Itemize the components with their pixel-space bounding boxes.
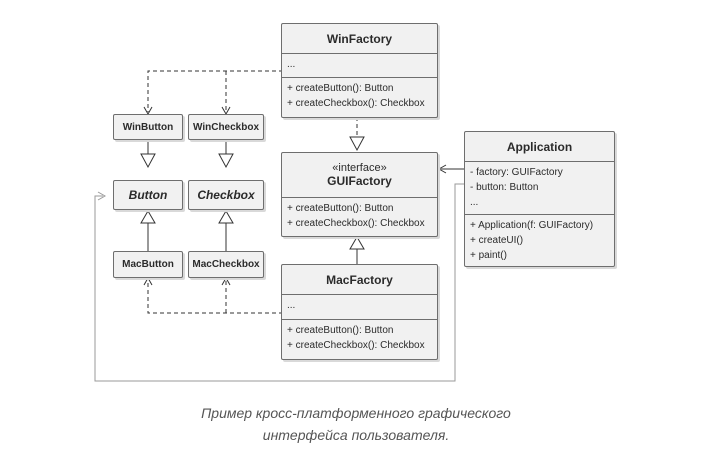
win-factory-fields: ...	[282, 54, 437, 78]
application-field: ...	[470, 197, 479, 208]
application-methods: + Application(f: GUIFactory) + createUI(…	[465, 215, 614, 266]
figure-caption: Пример кросс-платформенного графического…	[0, 402, 712, 446]
win-factory-methods: + createButton(): Button + createCheckbo…	[282, 78, 437, 114]
mac-factory-fields: ...	[282, 295, 437, 320]
gui-factory-method: + createButton(): Button	[287, 203, 394, 214]
mac-checkbox-inheritance-arrowhead	[218, 210, 234, 224]
gui-factory-interface[interactable]: «interface» GUIFactory + createButton():…	[281, 152, 438, 237]
application-field: - factory: GUIFactory	[470, 167, 563, 178]
mac-button-class[interactable]: MacButton	[113, 251, 183, 278]
mac-factory-title: MacFactory	[282, 265, 437, 295]
win-factory-class[interactable]: WinFactory ... + createButton(): Button …	[281, 23, 438, 118]
win-factory-title: WinFactory	[282, 24, 437, 54]
mac-factory-method: + createCheckbox(): Checkbox	[287, 340, 425, 351]
mac-button-inheritance-arrowhead	[140, 210, 156, 224]
win-button-dependency-arrowhead	[143, 106, 153, 116]
gui-factory-title: GUIFactory	[327, 174, 392, 188]
application-class[interactable]: Application - factory: GUIFactory - butt…	[464, 131, 615, 267]
gui-factory-methods: + createButton(): Button + createCheckbo…	[282, 198, 437, 234]
mac-button-dependency-arrowhead	[143, 276, 153, 286]
mac-factory-realization-arrowhead	[349, 236, 365, 250]
mac-factory-creates-mac	[147, 280, 283, 314]
button-interface[interactable]: Button	[113, 180, 183, 210]
application-field: - button: Button	[470, 182, 539, 193]
gui-factory-method: + createCheckbox(): Checkbox	[287, 218, 425, 229]
win-checkbox-class[interactable]: WinCheckbox	[188, 114, 264, 140]
caption-line: Пример кросс-платформенного графического	[201, 405, 511, 421]
gui-factory-stereotype: «interface»	[332, 162, 387, 174]
mac-checkbox-class[interactable]: MacCheckbox	[188, 251, 264, 278]
win-factory-creates-win-button	[147, 70, 283, 112]
gui-factory-header: «interface» GUIFactory	[282, 153, 437, 198]
application-uses-button	[94, 183, 465, 382]
win-factory-method: + createButton(): Button	[287, 83, 394, 94]
mac-factory-class[interactable]: MacFactory ... + createButton(): Button …	[281, 264, 438, 360]
win-button-inheritance-arrowhead	[140, 153, 156, 169]
application-title: Application	[465, 132, 614, 162]
application-fields: - factory: GUIFactory - button: Button .…	[465, 162, 614, 215]
win-factory-method: + createCheckbox(): Checkbox	[287, 98, 425, 109]
caption-line: интерфейса пользователя.	[262, 427, 450, 443]
win-factory-realization-arrowhead	[349, 136, 365, 152]
application-method: + createUI()	[470, 235, 524, 246]
mac-factory-methods: + createButton(): Button + createCheckbo…	[282, 320, 437, 356]
checkbox-interface[interactable]: Checkbox	[188, 180, 264, 210]
mac-factory-method: + createButton(): Button	[287, 325, 394, 336]
win-checkbox-inheritance-arrowhead	[218, 153, 234, 169]
mac-checkbox-dependency-arrowhead	[221, 276, 231, 286]
win-button-class[interactable]: WinButton	[113, 114, 183, 140]
application-association-arrowhead	[437, 164, 447, 174]
application-method: + paint()	[470, 250, 507, 261]
application-method: + Application(f: GUIFactory)	[470, 220, 594, 231]
